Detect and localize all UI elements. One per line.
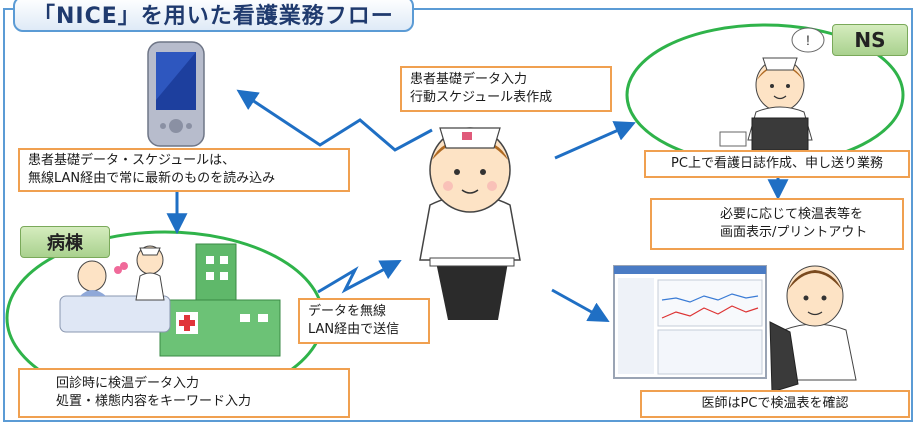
pda-sync-box: 患者基礎データ・スケジュールは、 無線LAN経由で常に最新のものを読み込み: [18, 148, 350, 192]
rounds-line-2: 処置・様態内容をキーワード入力: [56, 394, 252, 409]
diagram-frame: 「NICE」を用いた看護業務フロー: [3, 0, 913, 422]
hospital-icon: [159, 243, 281, 357]
pda-icon: [147, 41, 205, 147]
doctor-line-1: 医師はPCで検温表を確認: [701, 396, 849, 411]
nurse-tasks-line-2: 行動スケジュール表作成: [410, 90, 553, 105]
patient-icon: [59, 245, 171, 333]
ns-pc-box: PC上で看護日誌作成、申し送り業務: [644, 150, 910, 178]
doctor-box: 医師はPCで検温表を確認: [640, 390, 910, 418]
ns-nurse-icon: [719, 57, 813, 151]
nurse-tasks-line-1: 患者基礎データ入力: [410, 72, 528, 87]
speech-bubble-icon: !: [791, 27, 825, 53]
ns-pc-line-1: PC上で看護日誌作成、申し送り業務: [671, 156, 883, 171]
svg-text:!: !: [806, 32, 810, 48]
screen-mockup-icon: [613, 265, 767, 379]
print-line-2: 画面表示/プリントアウト: [720, 225, 868, 240]
transmit-box: データを無線 LAN経由で送信: [298, 298, 430, 344]
ns-label: NS: [832, 24, 908, 56]
pda-sync-line-1: 患者基礎データ・スケジュールは、: [28, 153, 236, 168]
doctor-icon: [769, 265, 857, 393]
page-title: 「NICE」を用いた看護業務フロー: [13, 0, 414, 32]
arrow-nurse-to-pda: [236, 89, 433, 152]
rounds-box: 回診時に検温データ入力 処置・様態内容をキーワード入力: [18, 368, 350, 418]
print-line-1: 必要に応じて検温表等を: [720, 207, 864, 222]
print-box: 必要に応じて検温表等を 画面表示/プリントアウト: [650, 198, 904, 250]
arrow-nurse-to-doctor: [551, 288, 610, 323]
pda-sync-line-2: 無線LAN経由で常に最新のものを読み込み: [28, 171, 276, 186]
transmit-line-1: データを無線: [308, 304, 387, 319]
nurse-icon: [419, 127, 521, 320]
arrow-ward-to-nurse: [317, 260, 402, 294]
rounds-line-1: 回診時に検温データ入力: [56, 376, 200, 391]
transmit-line-2: LAN経由で送信: [308, 322, 400, 337]
nurse-tasks-box: 患者基礎データ入力 行動スケジュール表作成: [400, 66, 612, 112]
arrow-nurse-to-ns: [554, 121, 636, 160]
ward-label: 病棟: [20, 226, 110, 258]
